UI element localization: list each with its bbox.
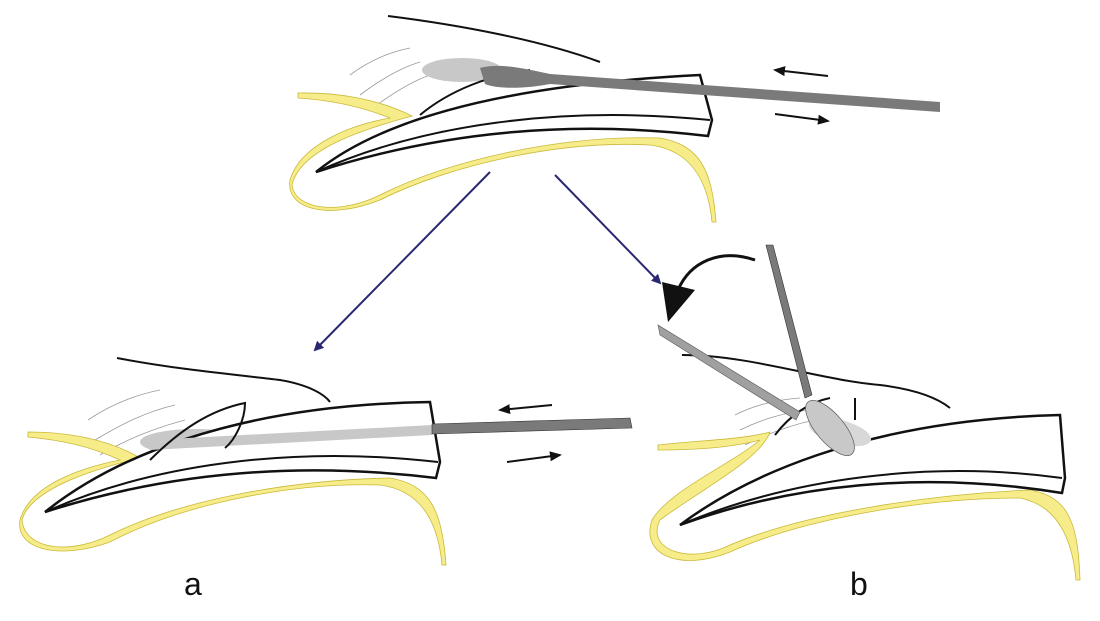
rotate-arrowhead-icon [662, 282, 695, 322]
nail-inner-line [315, 114, 711, 173]
nail-bed [19, 431, 447, 566]
nail-plate [679, 413, 1067, 527]
elevator-head [805, 400, 855, 456]
top-figure [289, 15, 940, 223]
arrow-left-icon [773, 66, 829, 77]
elevator-instrument [480, 65, 940, 112]
flow-arrow-to-b [554, 174, 662, 285]
rotate-arrow-icon [676, 254, 756, 291]
arrow-right-icon [506, 451, 562, 463]
elevator-instrument-under-nail [150, 425, 432, 450]
vertical-instrument [765, 244, 813, 399]
cuticle-line [774, 397, 856, 436]
arrow-right-icon [774, 113, 830, 125]
elevator-instrument [431, 417, 633, 435]
nail-inner-line [44, 455, 439, 513]
arrow-left-icon [498, 404, 553, 415]
diagonal-instrument [657, 324, 801, 421]
finger-outline [387, 15, 601, 63]
instrument-shadow [422, 58, 502, 82]
nail-bed [649, 431, 1081, 581]
finger-outline [681, 354, 951, 409]
figure-b [649, 244, 1081, 581]
nail-inner-line [679, 470, 1063, 526]
nail-plate [315, 73, 714, 174]
figure-a [19, 357, 633, 566]
finger-outline [116, 357, 331, 403]
flow-arrow-to-a [313, 171, 491, 352]
nail-bed [289, 92, 717, 223]
label-a: a [184, 566, 202, 602]
label-b: b [850, 566, 868, 602]
cuticle-line [149, 401, 247, 461]
